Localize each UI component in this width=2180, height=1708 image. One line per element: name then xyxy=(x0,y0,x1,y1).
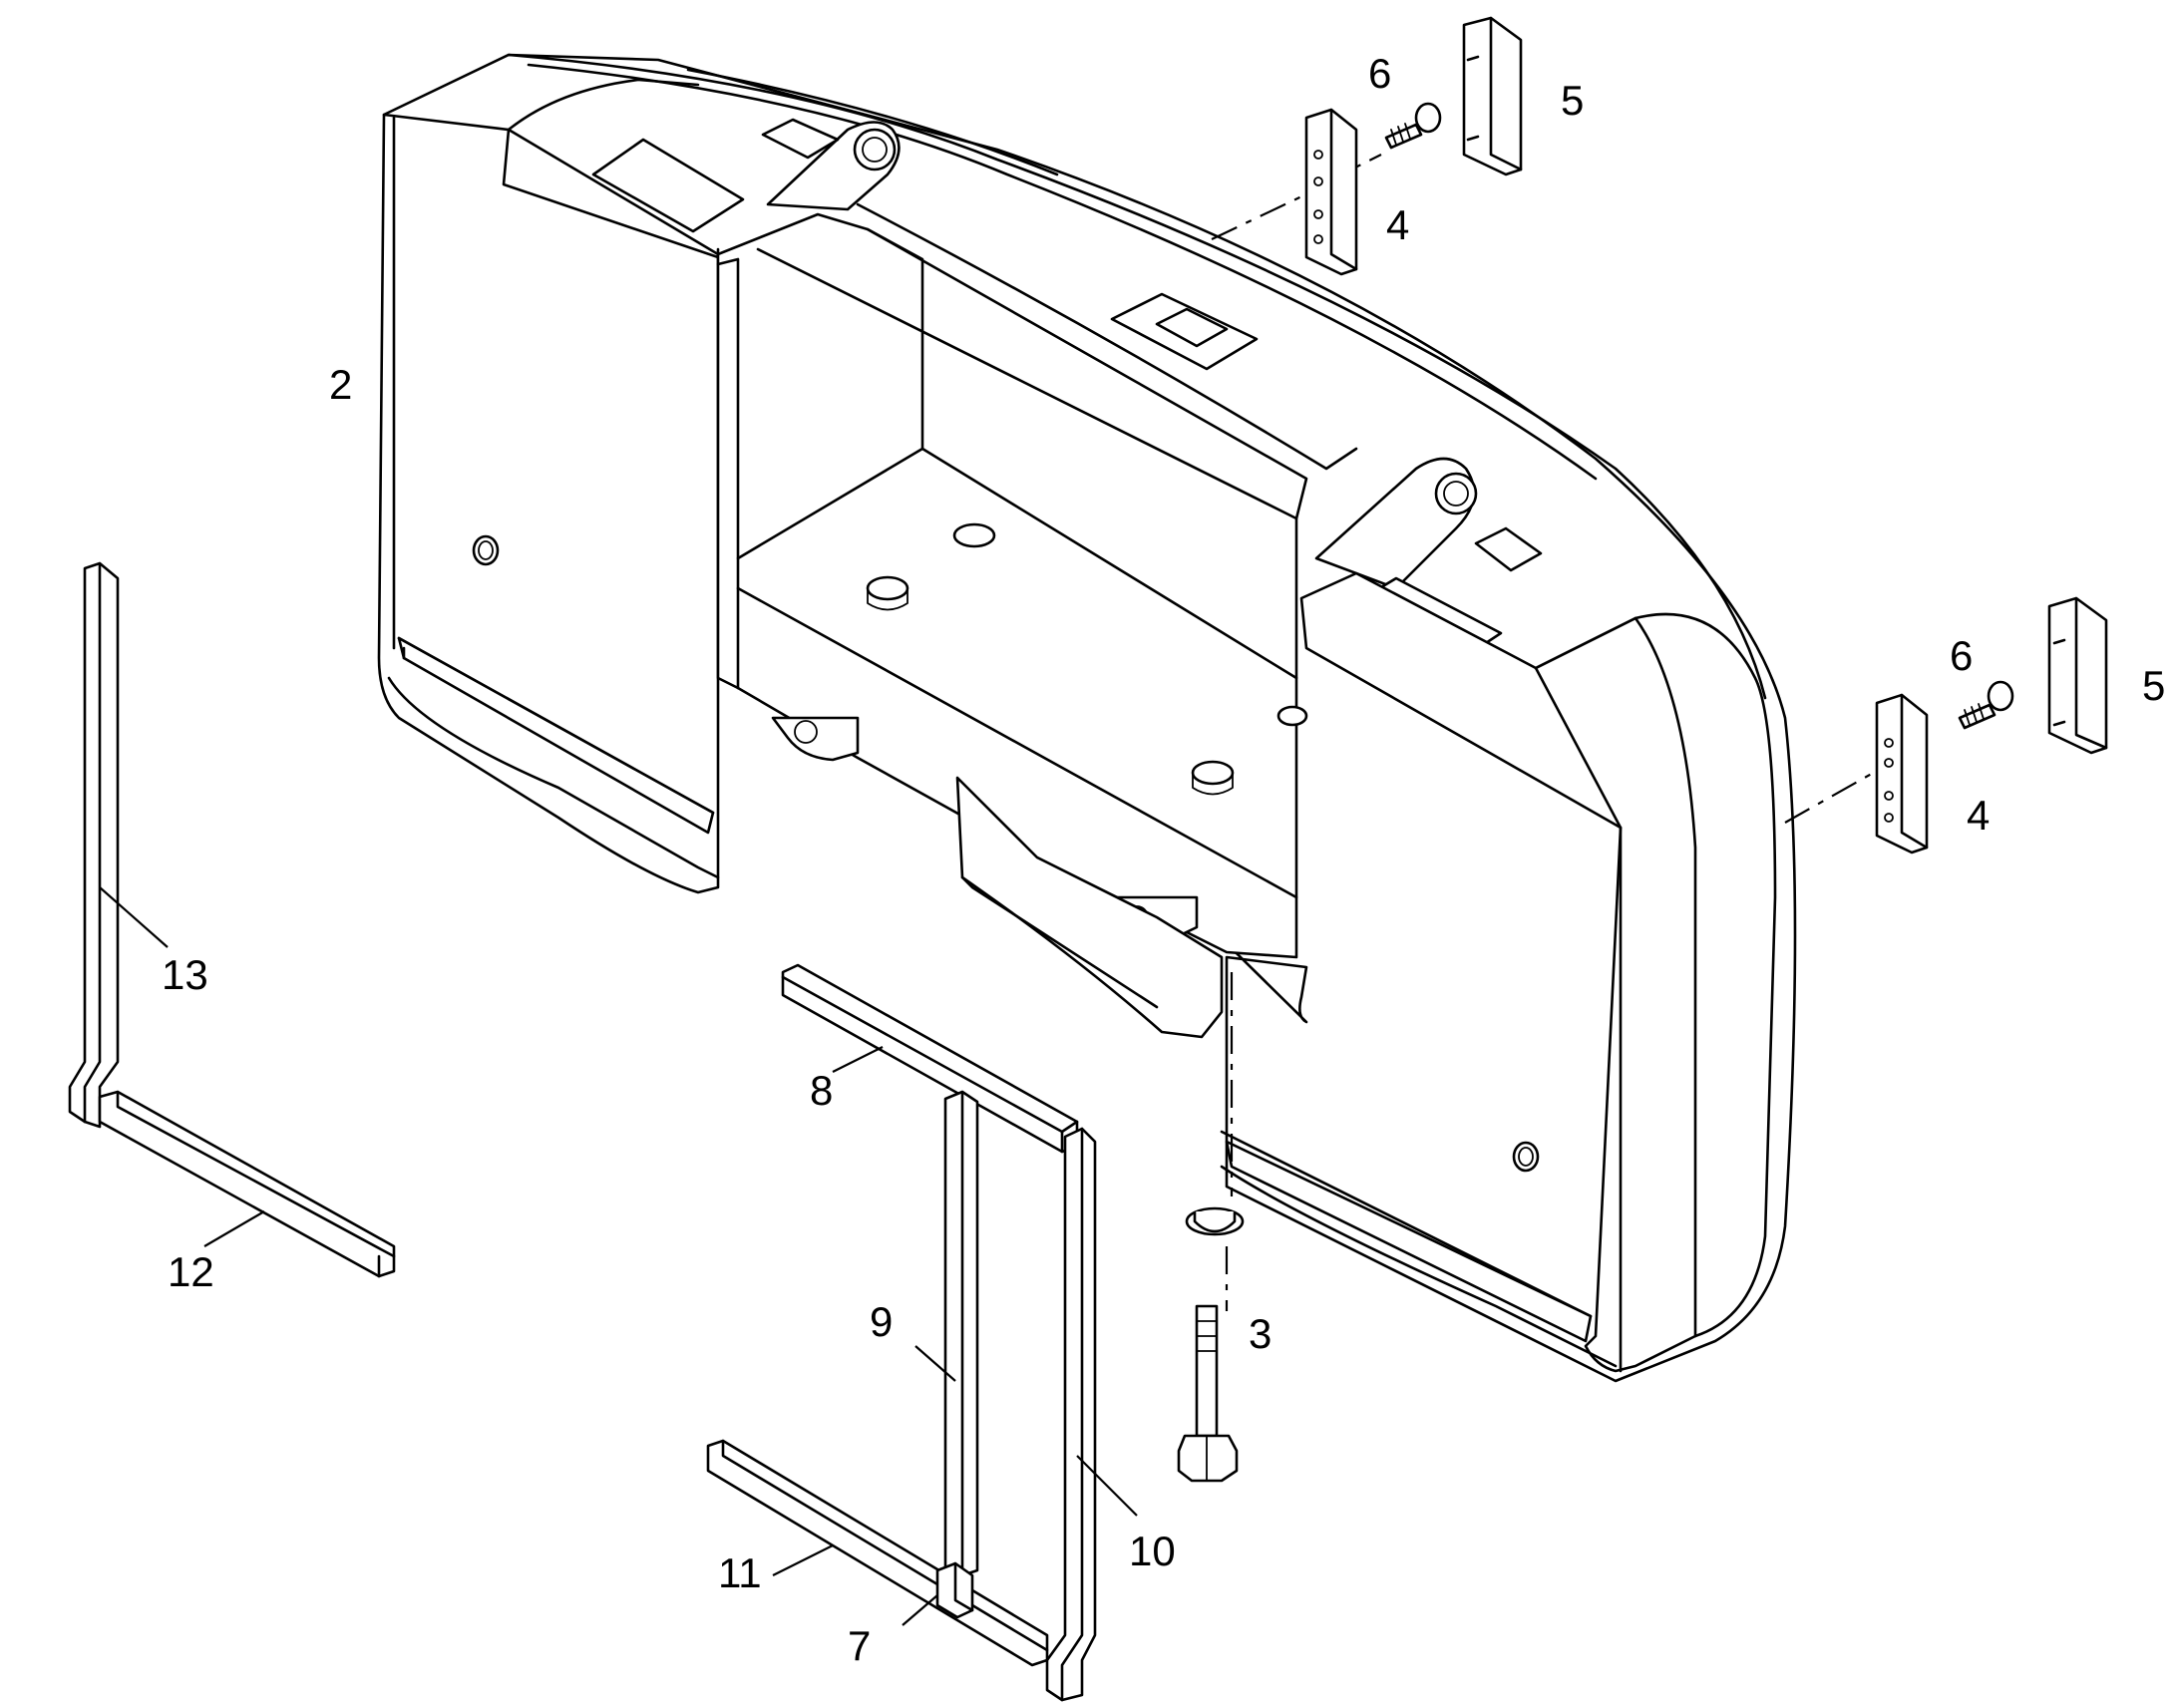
screw-part-6-lower xyxy=(1958,680,2014,730)
callout-5-lower: 5 xyxy=(2142,662,2165,709)
counterweight-body xyxy=(377,53,1797,1383)
callout-4-lower: 4 xyxy=(1967,792,1990,839)
callout-6-lower: 6 xyxy=(1950,632,1973,679)
callout-3: 3 xyxy=(1249,1310,1272,1357)
bar-part-9 xyxy=(943,1090,979,1577)
plate-part-4-upper xyxy=(1304,108,1358,276)
bar-part-13 xyxy=(68,561,120,1129)
callout-9: 9 xyxy=(870,1298,893,1345)
block-part-7 xyxy=(935,1561,974,1619)
cap-part-5-upper xyxy=(1462,16,1523,176)
cap-part-5-lower xyxy=(2047,596,2108,755)
callout-6-upper: 6 xyxy=(1368,50,1391,97)
bar-part-8 xyxy=(781,963,1079,1154)
leader-lines xyxy=(99,886,1138,1626)
callout-4-upper: 4 xyxy=(1386,201,1409,248)
plate-part-4-lower xyxy=(1875,693,1929,854)
bolt-part-3 xyxy=(1177,1206,1245,1483)
bar-part-10 xyxy=(1045,1127,1097,1702)
callout-13: 13 xyxy=(162,951,208,998)
callout-11: 11 xyxy=(718,1549,762,1596)
screw-part-6-upper xyxy=(1384,102,1442,150)
callout-2: 2 xyxy=(329,361,352,408)
bar-part-12 xyxy=(98,1090,396,1278)
callout-10: 10 xyxy=(1129,1528,1176,1574)
callout-8: 8 xyxy=(810,1067,833,1114)
callout-5-upper: 5 xyxy=(1561,77,1584,124)
callout-labels: 2 3 4 4 5 5 6 6 7 8 9 10 11 12 13 xyxy=(162,50,2165,1669)
callout-12: 12 xyxy=(168,1248,214,1295)
callout-7: 7 xyxy=(848,1622,871,1669)
